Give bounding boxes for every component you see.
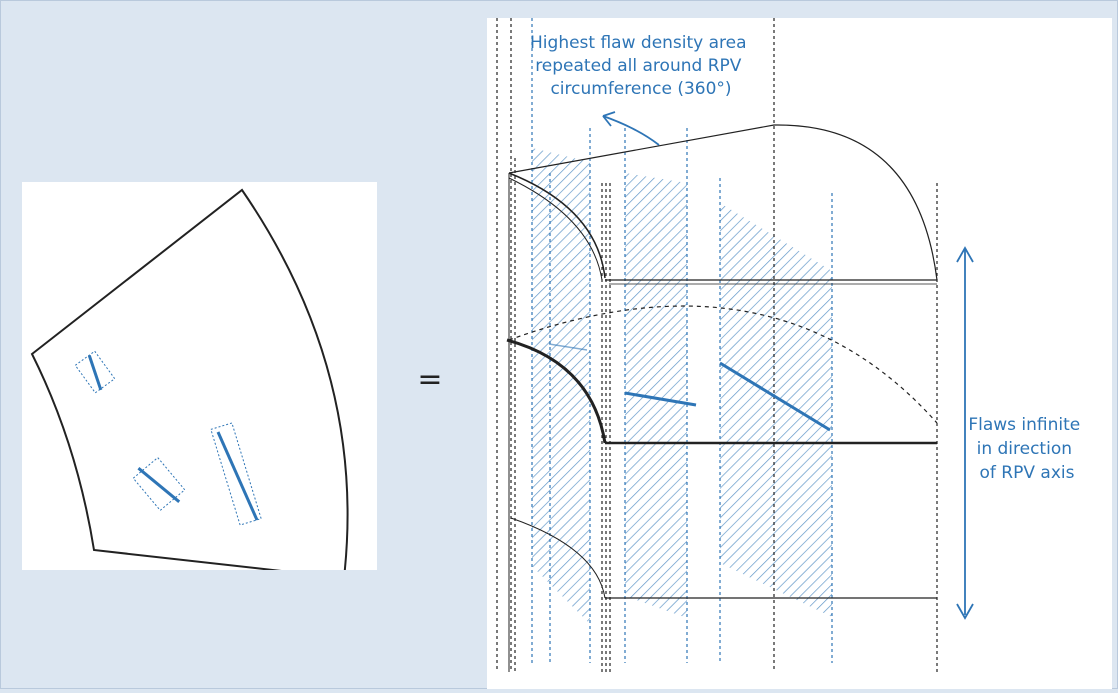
blue-dashed-guides	[531, 18, 833, 663]
highest-flaw-line-2: repeated all around RPV	[535, 56, 742, 76]
flaw-box-1	[74, 350, 116, 394]
flaws-infinite-line-2: in direction	[977, 439, 1072, 459]
flaws-infinite-annotation: Flaws infinite in direction of RPV axis	[968, 415, 1085, 483]
equals-sign: =	[417, 362, 443, 397]
top-surface-outline	[508, 124, 938, 281]
rpv-3d-diagram: Highest flaw density area repeated all a…	[496, 18, 1085, 672]
highest-flaw-annotation: Highest flaw density area repeated all a…	[530, 33, 752, 99]
middle-dashed-outer-curve	[508, 305, 938, 424]
sector-cross-section-panel	[22, 182, 377, 580]
rpv-3d-panel: Highest flaw density area repeated all a…	[487, 18, 1112, 689]
double-headed-arrow-icon	[956, 246, 974, 620]
sector-cross-section-diagram	[30, 188, 349, 580]
sector-outline	[30, 188, 349, 580]
highest-flaw-line-3: circumference (360°)	[550, 79, 731, 99]
flaws-infinite-line-1: Flaws infinite	[968, 415, 1080, 435]
front-arc-top	[508, 172, 606, 279]
front-arc-middle	[506, 338, 607, 444]
hatched-band-1	[532, 148, 590, 624]
black-dashed-guides	[496, 18, 938, 672]
flaw-lines	[548, 343, 831, 432]
hatched-band-3	[720, 203, 832, 617]
flaw-box-3	[210, 422, 262, 526]
curved-arrow-icon	[602, 111, 660, 146]
flaw-box-2	[132, 456, 186, 512]
flaws-infinite-line-3: of RPV axis	[980, 463, 1075, 483]
highest-flaw-line-1: Highest flaw density area	[530, 33, 747, 53]
